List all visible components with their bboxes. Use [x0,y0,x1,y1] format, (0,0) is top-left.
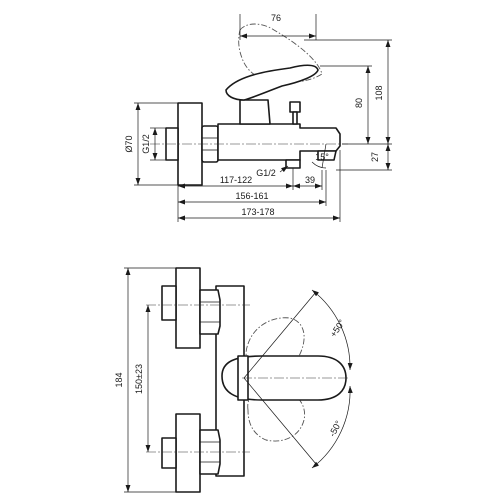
side-spout-tip [317,150,337,161]
side-handle-lever [225,64,319,101]
dim-rotation-down-label: -50° [327,419,344,439]
dim-reach-3-label: 173-178 [241,207,274,217]
dim-rotation-arc-lower [311,385,353,469]
dim-rotation-ray [243,377,317,465]
dim-centres-label: 150±23 [134,364,144,394]
front-bottom-wall-flange [175,413,201,493]
dim-front-height-label: 184 [114,372,124,387]
dim-spout-angle-label: 15° [315,152,329,162]
dim-spout-offset-label: 39 [305,175,315,185]
side-diverter-knob [289,101,301,113]
dim-leader [279,165,289,173]
front-top-nut [199,289,221,335]
dim-total-height-label: 108 [374,85,384,100]
front-bottom-connector [161,437,177,469]
dim-rotation-ray [243,291,317,379]
dim-handle-height-label: 80 [354,98,364,108]
front-top-wall-flange [175,267,201,349]
dim-angle-arc [311,161,327,169]
dim-spout-height-label: 27 [370,152,380,162]
side-view: 76 80 108 27 Ø70 G1/2 G1/2 15° [124,13,392,222]
dim-diameter-label: Ø70 [124,135,134,152]
dim-angle-line [321,143,327,169]
side-handle-ghost-outline [238,23,323,84]
dim-rotation-arc-upper [311,289,353,371]
front-view: +50° -50° 184 150±23 [114,267,353,493]
dim-reach-2-label: 156-161 [235,191,268,201]
dim-top-width-label: 76 [271,13,281,23]
dim-thread-left-label: G1/2 [141,134,151,154]
side-handle-base [239,99,271,125]
side-bottom-outlet [285,159,301,169]
side-diverter-stem [292,111,298,125]
dim-rotation-up-label: +50° [328,317,347,339]
dim-reach-1-label: 117-122 [220,175,252,185]
front-top-connector [161,285,177,321]
side-mixer-body [217,123,341,161]
dim-thread-bottom-label: G1/2 [256,168,276,178]
